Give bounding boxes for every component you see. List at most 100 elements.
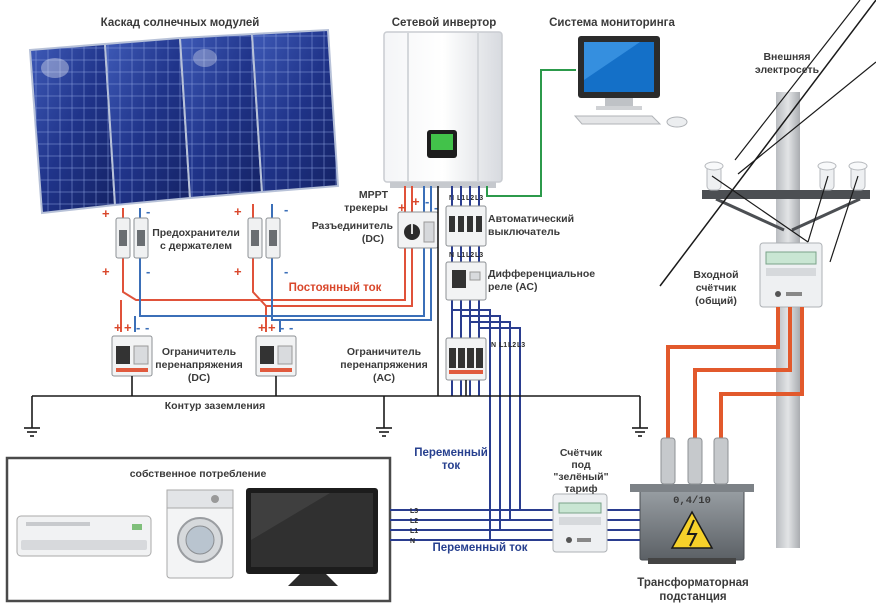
diff-relay-label-line2: реле (АС) <box>488 281 537 293</box>
input-meter-label-line3: (общий) <box>695 295 737 307</box>
green-meter-label-line4: тариф <box>564 483 597 495</box>
grounding-loop <box>24 186 648 437</box>
input-meter-label-line1: Входной <box>693 269 738 281</box>
solar-panel-array <box>28 28 340 215</box>
transformer-label-line2: подстанция <box>659 591 726 603</box>
diff-relay-label-line1: Дифференциальное <box>488 268 595 280</box>
ac-current-label-bottom: Переменный ток <box>432 542 527 554</box>
ground-icon <box>376 396 392 437</box>
spd-dc-1 <box>111 335 153 377</box>
phase-label: L3 <box>475 252 483 259</box>
plus-sign: + <box>412 194 420 209</box>
ac-current-label-top-line1: Переменный <box>414 447 488 459</box>
polarity-marks: + - + - + - + - + + - - + + - - + + - - <box>102 194 438 335</box>
green-meter-label-line3: "зелёный" <box>553 471 608 483</box>
phase-label: N <box>491 342 496 349</box>
ac-house-wires <box>390 509 640 541</box>
plus-sign: + <box>234 204 242 219</box>
grid-label-line1: Внешняя <box>763 51 810 63</box>
overhead-power-lines <box>659 0 876 287</box>
inverter-label: Сетевой инвертор <box>392 17 497 29</box>
plus-sign: + <box>102 206 110 221</box>
ac-current-label-top-line2: ток <box>442 460 461 472</box>
plus-sign: + <box>124 320 132 335</box>
phase-label: L2 <box>410 518 418 525</box>
monitoring-computer <box>573 36 688 128</box>
spd-ac-label-line2: перенапряжения <box>340 359 427 371</box>
minus-sign: - <box>284 202 288 217</box>
transformer-substation <box>630 437 754 564</box>
fuse-holder-2 <box>247 217 281 259</box>
fuse-holders <box>115 217 281 259</box>
monitoring-link-wire <box>486 69 576 197</box>
spd-ac-label-line3: (АС) <box>373 372 395 384</box>
auto-breaker <box>445 205 487 247</box>
minus-sign: - <box>145 320 149 335</box>
spd-dc-2 <box>255 335 297 377</box>
phase-label: L1 <box>499 342 507 349</box>
spd-ac-label-line1: Ограничитель <box>347 346 422 358</box>
solar-panel-4 <box>250 28 340 194</box>
green-meter-label-line1: Счётчик <box>560 447 603 459</box>
dc-current-label: Постоянный ток <box>289 282 382 294</box>
minus-sign: - <box>425 194 429 209</box>
solar-panel-1 <box>28 42 117 215</box>
phase-label: L2 <box>508 342 516 349</box>
phase-label: L3 <box>410 508 418 515</box>
monitoring-label: Система мониторинга <box>549 17 675 29</box>
differential-relay <box>445 261 487 301</box>
spd-ac <box>445 337 487 381</box>
ac-phase-labels-bus: N L1 L2 L3 <box>491 342 525 349</box>
phase-label: L1 <box>410 528 418 535</box>
self-consumption-label: собственное потребление <box>130 468 267 480</box>
phase-label: L2 <box>466 252 474 259</box>
auto-breaker-label-line2: выключатель <box>488 226 561 238</box>
transformer-ratio: 0,4/10 <box>673 495 711 507</box>
plus-sign: + <box>114 320 122 335</box>
mppt-label-line2: трекеры <box>344 202 388 214</box>
green-tariff-meter <box>552 493 608 553</box>
television <box>246 488 378 586</box>
plus-sign: + <box>258 320 266 335</box>
grid-label-line2: электросеть <box>755 64 820 76</box>
minus-sign: - <box>146 204 150 219</box>
ac-phase-labels-house: L3 L2 L1 N <box>410 508 418 545</box>
grounding-label: Контур заземления <box>165 400 266 412</box>
solar-panel-2 <box>103 36 192 207</box>
washing-machine <box>166 489 234 579</box>
minus-sign: - <box>146 264 150 279</box>
disconnector-label-line2: (DC) <box>362 233 384 245</box>
spd-dc-label-line3: (DC) <box>188 372 210 384</box>
pole-insulator-3 <box>848 161 868 191</box>
pole-insulator-2 <box>817 161 837 191</box>
dc-disconnector <box>397 211 439 249</box>
transformer-label-line1: Трансформаторная <box>637 577 749 589</box>
phase-label: L3 <box>517 342 525 349</box>
plus-sign: + <box>268 320 276 335</box>
spd-dc-label-line2: перенапряжения <box>155 359 242 371</box>
spd-dc-label-line1: Ограничитель <box>162 346 237 358</box>
ground-icon <box>24 396 40 437</box>
solar-panel-3 <box>178 32 264 200</box>
fuses-label-line1: Предохранители <box>152 227 240 239</box>
mppt-label-line1: MPPT <box>359 189 389 201</box>
plus-sign: + <box>234 264 242 279</box>
ground-icon <box>632 396 648 437</box>
fuses-label-line2: с держателем <box>160 240 232 252</box>
pole-insulator-1 <box>704 161 724 191</box>
fuse-holder-1 <box>115 217 149 259</box>
grid-feed-wires <box>666 307 804 440</box>
disconnector-label-line1: Разъединитель <box>312 220 394 232</box>
plus-sign: + <box>398 200 406 215</box>
air-conditioner <box>16 515 152 557</box>
minus-sign: - <box>289 320 293 335</box>
dc-positive-wires <box>120 186 413 332</box>
solar-modules-label: Каскад солнечных модулей <box>101 17 260 29</box>
minus-sign: - <box>434 200 438 215</box>
green-meter-label-line2: под <box>571 459 591 471</box>
input-meter <box>759 242 823 308</box>
minus-sign: - <box>280 320 284 335</box>
auto-breaker-label-line1: Автоматический <box>488 213 574 225</box>
